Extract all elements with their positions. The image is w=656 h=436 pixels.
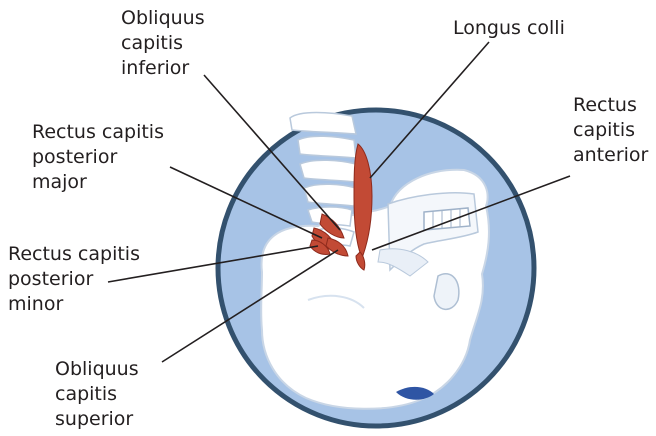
label-rectus-capitis-posterior-major: Rectus capitis posterior major — [32, 120, 164, 195]
label-obliquus-capitis-superior: Obliquus capitis superior — [55, 357, 139, 432]
label-longus-colli: Longus colli — [453, 16, 565, 41]
teeth — [424, 208, 470, 230]
label-rectus-capitis-posterior-minor: Rectus capitis posterior minor — [8, 242, 140, 317]
label-obliquus-capitis-inferior: Obliquus capitis inferior — [121, 6, 205, 81]
label-rectus-capitis-anterior: Rectus capitis anterior — [573, 93, 648, 168]
